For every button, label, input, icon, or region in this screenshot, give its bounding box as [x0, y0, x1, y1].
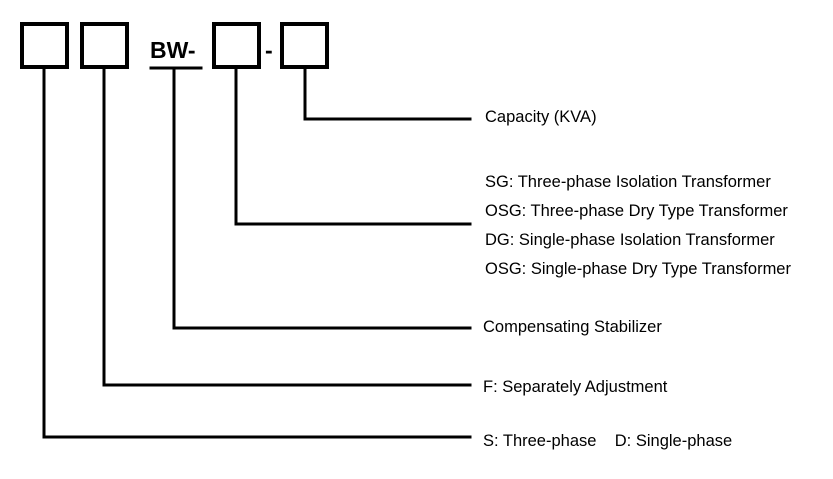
dg-label: DG: Single-phase Isolation Transformer: [485, 231, 775, 249]
phase-label: S: Three-phase D: Single-phase: [483, 432, 732, 450]
phase-code-box: [20, 22, 69, 69]
adjustment-leader-line: [102, 65, 472, 387]
transformer-type-code-box: [212, 22, 261, 69]
transformer-type-leader-line: [234, 65, 472, 226]
osg-single-phase-label: OSG: Single-phase Dry Type Transformer: [485, 260, 791, 278]
adjustment-code-box: [80, 22, 129, 69]
separator-dash: -: [265, 37, 273, 63]
model-prefix-text: BW-: [150, 37, 196, 63]
capacity-leader-line: [303, 65, 472, 121]
osg-three-phase-label: OSG: Three-phase Dry Type Transformer: [485, 202, 788, 220]
stabilizer-leader-line: [172, 66, 472, 330]
capacity-label: Capacity (KVA): [485, 108, 597, 126]
sg-label: SG: Three-phase Isolation Transformer: [485, 173, 771, 191]
separately-adjustment-label: F: Separately Adjustment: [483, 378, 668, 396]
phase-leader-line: [42, 65, 472, 439]
capacity-code-box: [280, 22, 329, 69]
compensating-stabilizer-label: Compensating Stabilizer: [483, 318, 662, 336]
